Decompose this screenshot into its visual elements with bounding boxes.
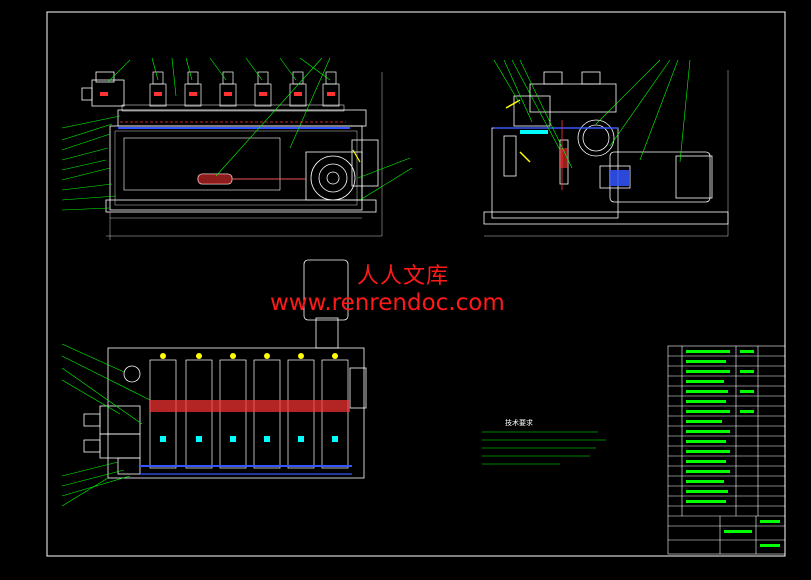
watermark-site-name: 人人文库 [357, 264, 450, 289]
side-view-leaders [493, 59, 691, 169]
title-block-text-marks [686, 350, 780, 547]
side-view-accents [494, 99, 630, 190]
front-view [81, 71, 383, 240]
front-view-pipes [100, 92, 361, 184]
watermark-site-url: www.renrendoc.com [270, 290, 505, 316]
tech-requirements-title: 技术要求 [505, 419, 533, 427]
top-view-accents [140, 353, 352, 475]
drawing-frame [46, 11, 786, 557]
front-view-leaders [61, 57, 413, 211]
top-view-leaders [61, 343, 151, 507]
top-view [83, 259, 367, 479]
title-block [667, 345, 786, 555]
tech-notes [482, 431, 606, 465]
